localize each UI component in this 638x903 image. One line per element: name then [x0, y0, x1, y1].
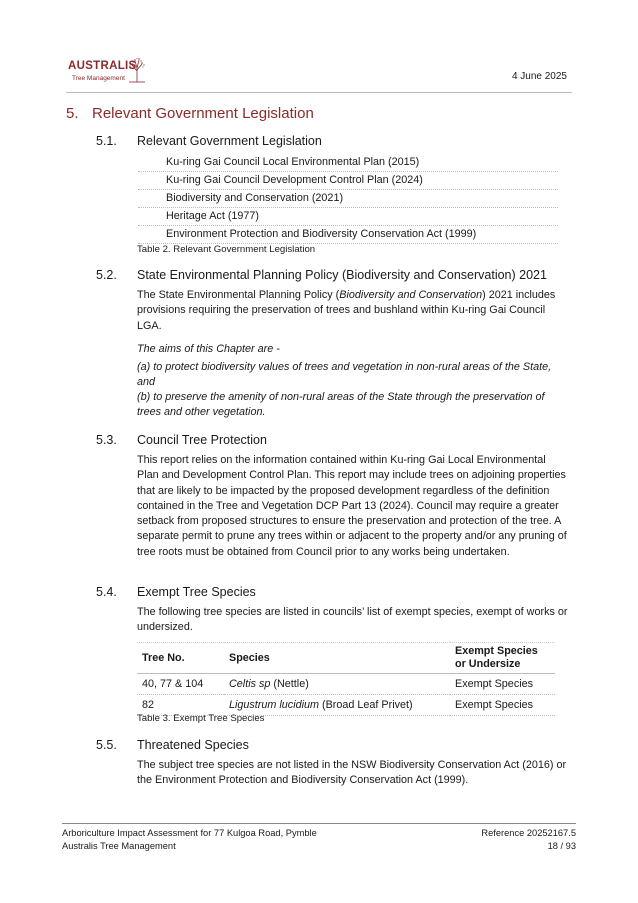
legislation-item: Environment Protection and Biodiversity … — [166, 228, 477, 240]
table-caption: Table 3. Exempt Tree Species — [137, 713, 265, 724]
legislation-item: Heritage Act (1977) — [166, 210, 260, 222]
paragraph: This report relies on the information co… — [137, 454, 567, 558]
legislation-row: Ku-ring Gai Council Local Environmental … — [138, 153, 558, 172]
cell-exempt: Exempt Species — [450, 694, 555, 716]
footer-left: Arboriculture Impact Assessment for 77 K… — [62, 827, 317, 852]
tree-logo-icon — [129, 58, 145, 83]
footer-document-title: Arboriculture Impact Assessment for 77 K… — [62, 828, 317, 838]
footer-right: Reference 20252167.5 18 / 93 — [481, 827, 576, 852]
cell-tree-no: 40, 77 & 104 — [137, 673, 224, 695]
cell-tree-no: 82 — [137, 694, 224, 716]
aim-a: (a) to protect biodiversity values of tr… — [137, 361, 552, 389]
section-title: Relevant Government Legislation — [92, 105, 314, 122]
subsection-number-5-4: 5.4. — [96, 585, 117, 599]
legislation-row: Heritage Act (1977) — [138, 207, 558, 226]
paragraph: The following tree species are listed in… — [137, 606, 568, 634]
aims-intro: The aims of this Chapter are - — [137, 343, 280, 355]
footer-divider — [62, 823, 576, 824]
subsection-number-5-5: 5.5. — [96, 738, 117, 752]
subsection-number-5-1: 5.1. — [96, 134, 117, 148]
page-number: 18 / 93 — [547, 840, 576, 851]
header-divider — [66, 92, 572, 93]
subsection-title-5-4: Exempt Tree Species — [137, 585, 256, 599]
logo-name: AUSTRALIS — [68, 60, 137, 72]
subsection-number-5-2: 5.2. — [96, 268, 117, 282]
company-logo: AUSTRALIS Tree Management — [68, 58, 158, 86]
cell-exempt: Exempt Species — [450, 673, 555, 695]
cell-species: Celtis sp (Nettle) — [224, 673, 450, 695]
header-tree-no: Tree No. — [137, 642, 224, 674]
legislation-item: Biodiversity and Conservation (2021) — [166, 192, 344, 204]
legislation-row: Biodiversity and Conservation (2021) — [138, 189, 558, 208]
subsection-number-5-3: 5.3. — [96, 433, 117, 447]
subsection-title-5-5: Threatened Species — [137, 738, 249, 752]
footer-company: Australis Tree Management — [62, 840, 176, 851]
header-date: 4 June 2025 — [511, 71, 567, 82]
section-number: 5. — [66, 105, 79, 122]
paragraph: The subject tree species are not listed … — [137, 759, 567, 787]
legislation-row: Environment Protection and Biodiversity … — [138, 225, 558, 244]
table-row: 82 Ligustrum lucidium (Broad Leaf Privet… — [137, 694, 555, 716]
header-species: Species — [224, 642, 450, 674]
subsection-title-5-2: State Environmental Planning Policy (Bio… — [137, 268, 547, 282]
footer-reference: Reference 20252167.5 — [481, 828, 576, 838]
subsection-title-5-1: Relevant Government Legislation — [137, 134, 322, 148]
logo-tagline: Tree Management — [72, 75, 125, 82]
cell-species: Ligustrum lucidium (Broad Leaf Privet) — [224, 694, 450, 716]
table-row: 40, 77 & 104 Celtis sp (Nettle) Exempt S… — [137, 673, 555, 695]
legislation-row: Ku-ring Gai Council Development Control … — [138, 171, 558, 190]
legislation-item: Ku-ring Gai Council Development Control … — [166, 174, 423, 186]
table-caption: Table 2. Relevant Government Legislation — [137, 244, 316, 255]
legislation-item: Ku-ring Gai Council Local Environmental … — [166, 156, 420, 168]
subsection-title-5-3: Council Tree Protection — [137, 433, 267, 447]
paragraph: The State Environmental Planning Policy … — [137, 289, 556, 332]
aim-b: (b) to preserve the amenity of non-rural… — [137, 391, 545, 419]
